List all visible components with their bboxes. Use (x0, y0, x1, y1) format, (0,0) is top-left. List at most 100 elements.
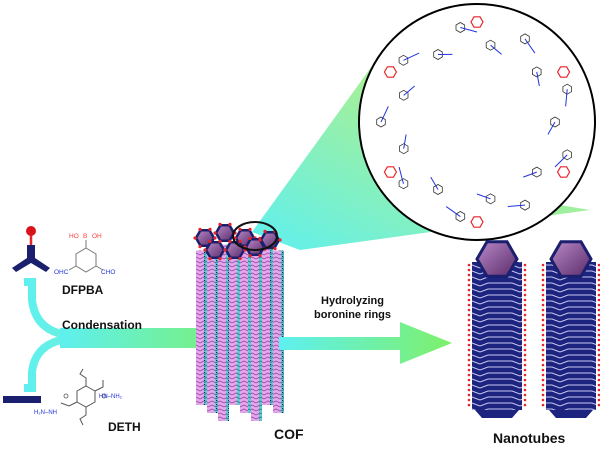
boronic-acid-end-icon (523, 323, 527, 327)
boronic-acid-end-icon (523, 263, 527, 267)
cof-stack-column (251, 244, 259, 421)
boroxine-node-icon (258, 238, 262, 242)
boronic-acid-end-icon (467, 348, 471, 352)
boronic-acid-end-icon (597, 273, 600, 277)
hydrazone-link (565, 89, 568, 107)
hydrazone-link (398, 166, 404, 184)
cof-label: COF (274, 426, 304, 442)
boronic-acid-end-icon (467, 288, 471, 292)
benzene-ring-icon (455, 22, 466, 33)
boronic-acid-end-icon (467, 268, 471, 272)
nanotube-bottom (475, 410, 519, 418)
boroxine-node-icon (238, 257, 242, 261)
boronic-acid-end-icon (467, 363, 471, 367)
cof-highlight-circle (232, 221, 278, 251)
benzene-ring-icon (433, 49, 443, 60)
cof-pore-icon (204, 240, 226, 260)
boronic-acid-end-icon (467, 383, 471, 387)
benzene-ring-icon (520, 33, 530, 45)
dfpba-symbol-icon (12, 226, 50, 272)
boronic-acid-end-icon (597, 303, 600, 307)
benzene-ring-icon (376, 116, 386, 128)
boronic-acid-end-icon (541, 383, 545, 387)
boronic-acid-end-icon (597, 373, 600, 377)
boronic-acid-end-icon (523, 363, 527, 367)
boroxine-node-icon (198, 245, 202, 249)
hydrazone-link (523, 171, 537, 178)
boroxine-node-icon (273, 247, 277, 251)
boroxine-node-icon (248, 227, 252, 231)
boroxine-node-icon (228, 239, 232, 243)
boronic-acid-end-icon (523, 298, 527, 302)
boronic-acid-end-icon (523, 403, 527, 407)
boronic-acid-end-icon (597, 368, 600, 372)
nanotube-opening-icon (475, 240, 519, 278)
boronic-acid-end-icon (467, 373, 471, 377)
boronic-acid-end-icon (541, 393, 545, 397)
cof-bundle (193, 221, 284, 421)
benzene-ring-icon (398, 89, 409, 101)
hydrazone-link (430, 176, 439, 190)
cof-linker-column (248, 241, 251, 413)
boroxine-node-icon (198, 227, 202, 231)
nanotube-bottom (549, 410, 593, 418)
boronic-acid-end-icon (467, 293, 471, 297)
boroxine-ring-icon (383, 66, 398, 78)
nanotubes-label: Nanotubes (493, 430, 566, 446)
cof-linker-column (270, 247, 273, 405)
hydrolysis-label: Hydrolyzing boronine rings (305, 294, 400, 322)
dfpba-cho: CHO (101, 269, 115, 276)
condensation-label: Condensation (62, 318, 142, 332)
boronic-acid-end-icon (541, 388, 545, 392)
boroxine-node-icon (238, 239, 242, 243)
boronic-acid-end-icon (523, 333, 527, 337)
boroxine-node-icon (238, 227, 242, 231)
nanotube (541, 240, 600, 418)
boronic-acid-end-icon (467, 283, 471, 287)
hydrazone-link (445, 206, 461, 217)
boronic-acid-end-icon (541, 348, 545, 352)
boroxine-node-icon (213, 231, 217, 235)
deth-label: DETH (108, 420, 141, 434)
dfpba-ohc: OHC (54, 269, 69, 276)
hydrazone-link (524, 38, 536, 54)
benzene-ring-icon (398, 178, 409, 190)
boronic-acid-end-icon (597, 388, 600, 392)
boronic-acid-end-icon (597, 393, 600, 397)
dfpba-label: DFPBA (62, 283, 104, 297)
boronic-acid-end-icon (541, 398, 545, 402)
boronic-acid-end-icon (523, 283, 527, 287)
boronic-acid-end-icon (467, 353, 471, 357)
boronic-acid-end-icon (541, 288, 545, 292)
boronic-acid-end-icon (467, 378, 471, 382)
cof-stack-column (218, 244, 226, 421)
boroxine-ring-icon (470, 216, 484, 228)
boronic-acid-end-icon (597, 278, 600, 282)
boronic-acid-end-icon (467, 298, 471, 302)
boronic-acid-end-icon (541, 403, 545, 407)
boronic-acid-end-icon (541, 333, 545, 337)
boronic-acid-end-icon (467, 388, 471, 392)
deth-symbol-icon (3, 396, 41, 403)
boronic-acid-end-icon (467, 278, 471, 282)
boronic-acid-end-icon (597, 363, 600, 367)
boronic-acid-end-icon (597, 288, 600, 292)
boronic-acid-end-icon (597, 358, 600, 362)
boronic-acid-end-icon (597, 293, 600, 297)
boronic-acid-end-icon (523, 303, 527, 307)
boronic-acid-end-icon (541, 263, 545, 267)
boronic-acid-end-icon (467, 273, 471, 277)
boronic-acid-end-icon (597, 313, 600, 317)
hydrazone-link (547, 121, 556, 135)
boronic-acid-end-icon (467, 343, 471, 347)
boroxine-node-icon (218, 239, 222, 243)
boronic-acid-end-icon (523, 268, 527, 272)
cof-stack-column (207, 247, 215, 413)
cof-stack-column (240, 241, 248, 413)
cof-stack-column (262, 247, 270, 405)
boronic-acid-end-icon (523, 348, 527, 352)
boroxine-node-icon (203, 248, 207, 252)
boronic-acid-end-icon (541, 373, 545, 377)
hydrazone-link (403, 134, 407, 149)
